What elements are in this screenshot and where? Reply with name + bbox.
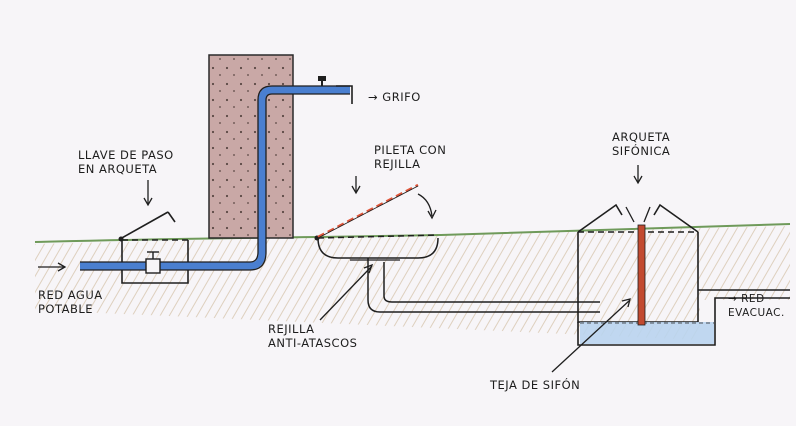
pointer-arrows (38, 165, 651, 373)
label-rejilla: REJILLA ANTI-ATASCOS (268, 322, 358, 350)
label-llave-de-paso: LLAVE DE PASO EN ARQUETA (78, 148, 174, 176)
label-grifo: → GRIFO (368, 90, 421, 104)
sink-basin (317, 234, 600, 313)
label-pileta: PILETA CON REJILLA (374, 143, 447, 171)
label-red-evacuacion: → RED EVACUAC. (728, 293, 785, 319)
grate-lid (317, 183, 419, 239)
valve-icon (145, 258, 161, 274)
soil-area (35, 226, 790, 340)
water-pipe (80, 85, 353, 271)
label-teja-de-sifon: TEJA DE SIFÓN (490, 378, 581, 392)
label-arqueta-sifonica: ARQUETA SIFÓNICA (612, 130, 671, 158)
siphon-baffle (637, 224, 646, 326)
siphon-water (580, 322, 714, 344)
tap-icon (318, 76, 326, 86)
label-red-agua-potable: RED AGUA POTABLE (38, 288, 103, 316)
